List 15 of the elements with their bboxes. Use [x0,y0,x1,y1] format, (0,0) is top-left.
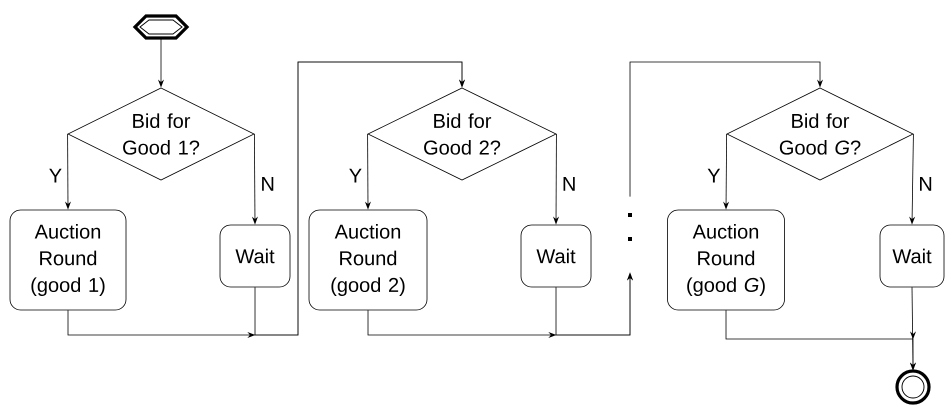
edge-label: N [920,176,932,191]
edge-label: Y [708,168,720,182]
process-box: Wait [520,224,592,288]
process-box: Auction Round (good 2) [308,210,428,310]
arrow [630,62,824,197]
edge-label: Y [49,168,62,182]
edge-label: N [564,176,575,191]
process-box: Auction Round (good 1) [10,210,126,310]
edge-label: Y [349,168,362,182]
edge-label: N [262,176,274,191]
ellipsis-dots [628,213,632,241]
process-box: Wait [220,224,290,288]
process-box: Auction Round (good G) [667,210,785,310]
process-box: Wait [880,224,944,288]
end-symbol [895,369,931,405]
